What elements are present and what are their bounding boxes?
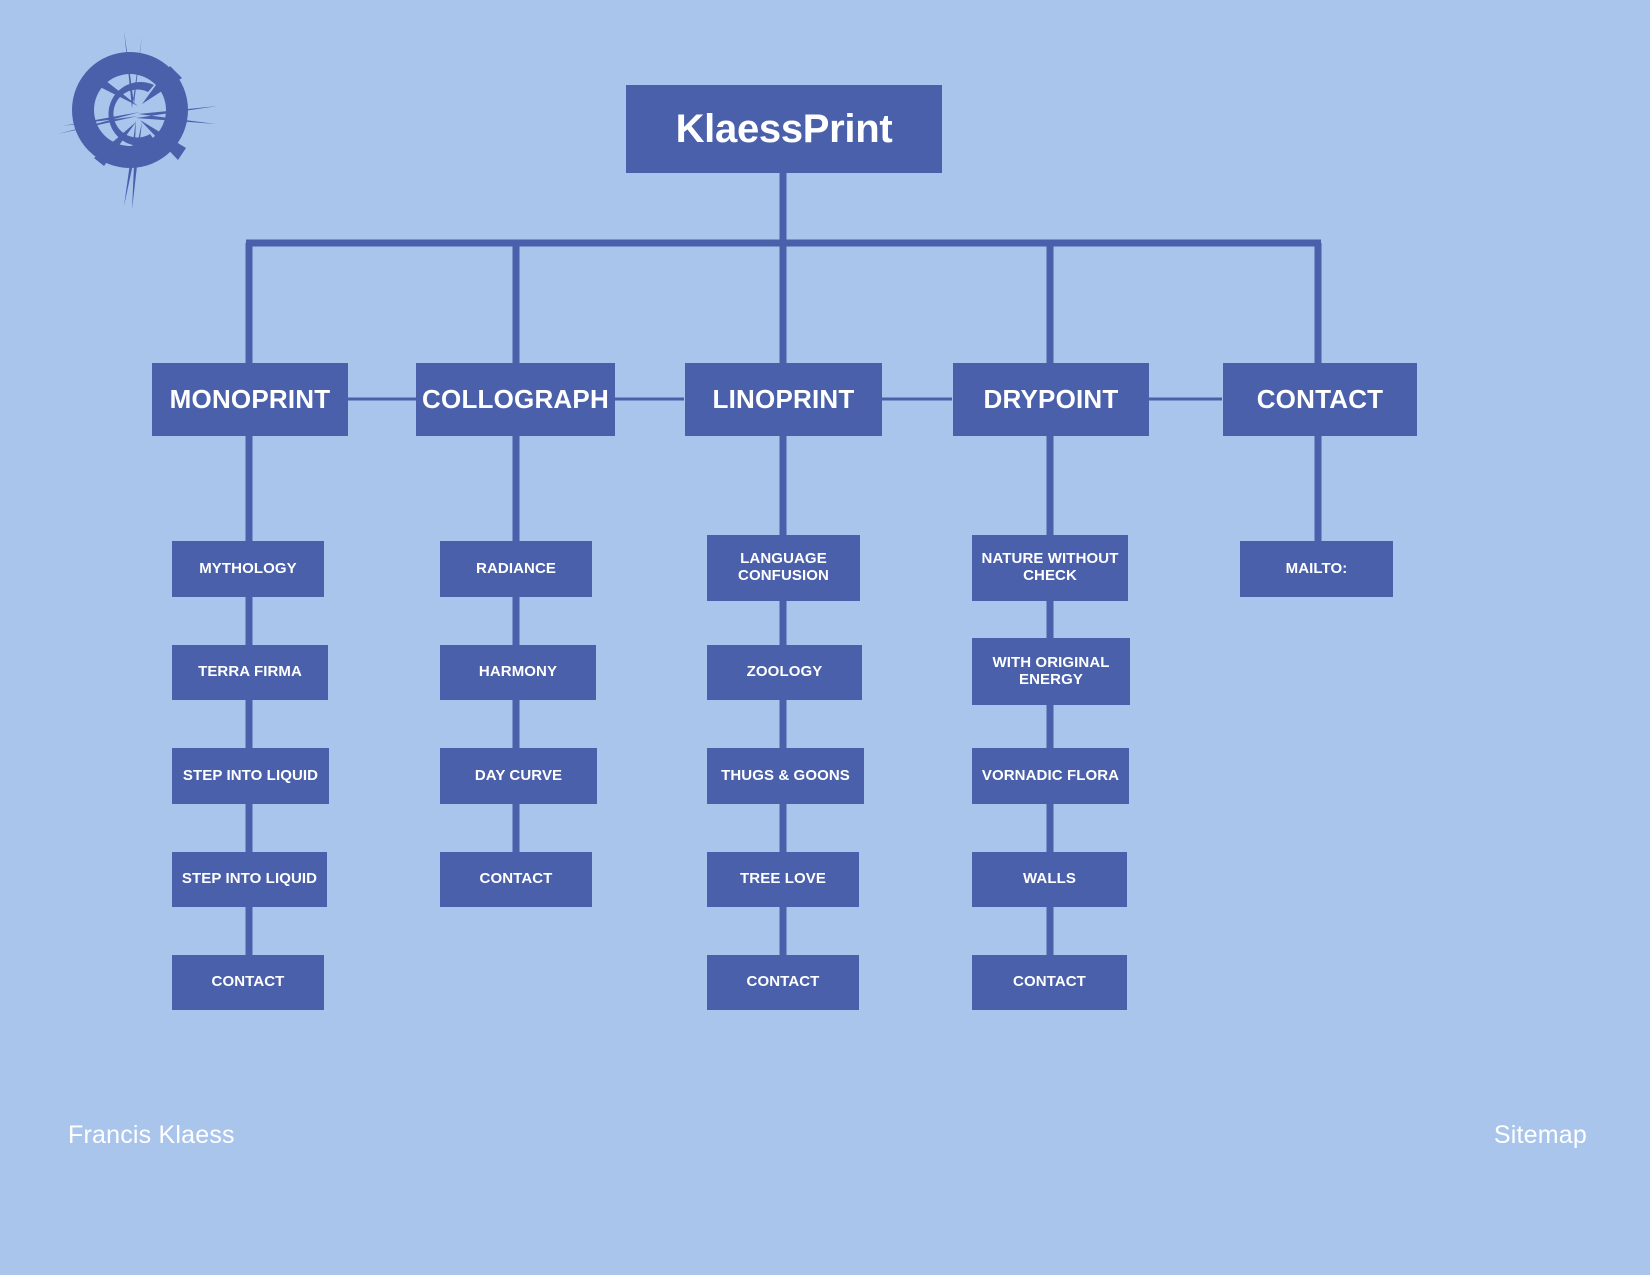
page-node-label: RADIANCE [476, 559, 556, 577]
root-node-klaessprint[interactable]: KlaessPrint [626, 85, 942, 173]
page-node[interactable]: TERRA FIRMA [172, 645, 328, 700]
page-node[interactable]: ZOOLOGY [707, 645, 862, 700]
page-node[interactable]: DAY CURVE [440, 748, 597, 804]
section-node-monoprint[interactable]: MONOPRINT [152, 363, 348, 436]
section-node-collograph[interactable]: COLLOGRAPH [416, 363, 615, 436]
page-node-label: VORNADIC FLORA [981, 766, 1120, 784]
section-node-label: DRYPOINT [983, 383, 1119, 414]
page-node[interactable]: RADIANCE [440, 541, 592, 597]
page-node-label: NATURE WITHOUT CHECK [981, 550, 1119, 584]
page-node-label: WALLS [1023, 870, 1076, 888]
footer-title: Sitemap [1493, 1121, 1587, 1149]
page-node[interactable]: LANGUAGE CONFUSION [707, 535, 860, 601]
page-node[interactable]: MAILTO: [1240, 541, 1393, 597]
section-node-label: MONOPRINT [169, 383, 331, 414]
page-node-label: CONTACT [746, 973, 820, 991]
page-node[interactable]: CONTACT [972, 955, 1127, 1010]
page-node-label: MYTHOLOGY [199, 559, 297, 577]
compass-rose-c-logo [58, 30, 218, 210]
page-node-label: WITH ORIGINAL ENERGY [992, 653, 1110, 688]
footer-author: Francis Klaess [68, 1121, 235, 1149]
page-node[interactable]: HARMONY [440, 645, 596, 700]
page-node-label: CONTACT [211, 973, 285, 991]
page-node[interactable]: CONTACT [707, 955, 859, 1010]
section-node-label: LINOPRINT [712, 383, 855, 414]
page-node[interactable]: CONTACT [440, 852, 592, 907]
page-node[interactable]: WALLS [972, 852, 1127, 907]
page-node-label: TERRA FIRMA [198, 663, 302, 681]
page-node-label: CONTACT [479, 870, 553, 888]
page-node[interactable]: STEP INTO LIQUID [172, 852, 327, 907]
root-node-label: KlaessPrint [675, 106, 893, 151]
page-node-label: THUGS & GOONS [721, 766, 850, 784]
page-node[interactable]: VORNADIC FLORA [972, 748, 1129, 804]
page-node-label: STEP INTO LIQUID [181, 870, 318, 888]
section-node-label: COLLOGRAPH [422, 383, 609, 414]
page-node[interactable]: CONTACT [172, 955, 324, 1010]
page-node-label: CONTACT [1013, 973, 1086, 991]
page-node-label: ZOOLOGY [746, 663, 823, 681]
page-node-label: DAY CURVE [474, 766, 563, 784]
page-node[interactable]: NATURE WITHOUT CHECK [972, 535, 1128, 601]
page-node[interactable]: STEP INTO LIQUID [172, 748, 329, 804]
page-node-label: TREE LOVE [740, 870, 826, 888]
page-node[interactable]: TREE LOVE [707, 852, 859, 907]
page-node[interactable]: THUGS & GOONS [707, 748, 864, 804]
section-node-label: CONTACT [1256, 383, 1384, 414]
page-node-label: LANGUAGE CONFUSION [738, 550, 829, 584]
section-node-contact[interactable]: CONTACT [1223, 363, 1417, 436]
page-node-label: STEP INTO LIQUID [182, 766, 319, 784]
section-node-drypoint[interactable]: DRYPOINT [953, 363, 1149, 436]
page-node-label: HARMONY [478, 663, 558, 681]
page-node-label: MAILTO: [1285, 559, 1348, 577]
section-node-linoprint[interactable]: LINOPRINT [685, 363, 882, 436]
page-node[interactable]: MYTHOLOGY [172, 541, 324, 597]
page-node[interactable]: WITH ORIGINAL ENERGY [972, 638, 1130, 705]
